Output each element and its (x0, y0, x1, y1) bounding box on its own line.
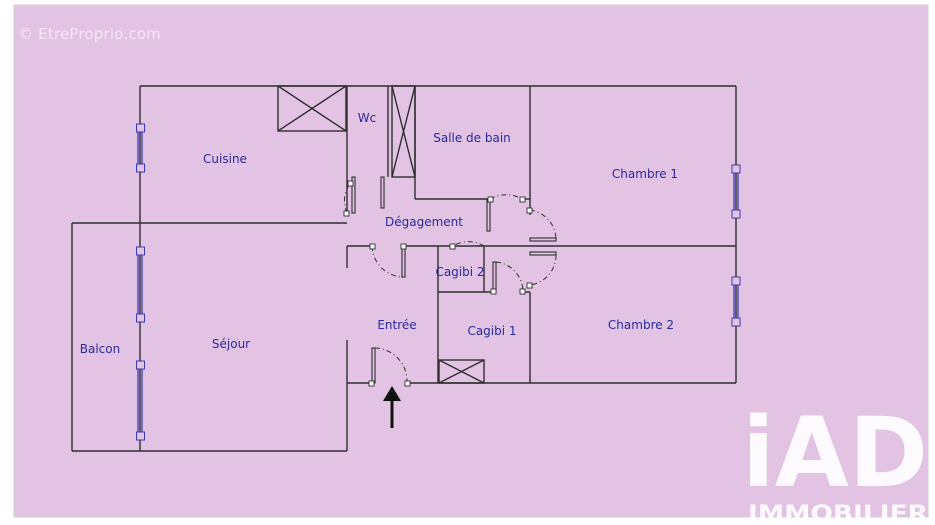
room-label-cagibi-2: Cagibi 2 (435, 265, 484, 279)
room-label-wc: Wc (358, 111, 376, 125)
room-label-cuisine: Cuisine (203, 152, 247, 166)
iad-logo: iAD IMMOBILIER (742, 397, 928, 525)
watermark-text: © EtreProprio.com (18, 25, 161, 43)
doors (343, 176, 557, 387)
room-label-sejour: Séjour (212, 337, 250, 351)
room-label-chambre-2: Chambre 2 (608, 318, 674, 332)
room-labels: Wc Salle de bain Cuisine Chambre 1 Dégag… (80, 111, 678, 356)
logo-sub-text: IMMOBILIER (748, 502, 928, 525)
ducts (277, 85, 485, 384)
plan-background (13, 4, 929, 518)
room-label-salle-de-bain: Salle de bain (433, 131, 511, 145)
entrance-arrow-icon (383, 386, 401, 428)
logo-main-text: iAD (742, 397, 928, 509)
room-label-balcon: Balcon (80, 342, 120, 356)
room-label-chambre-1: Chambre 1 (612, 167, 678, 181)
windows (136, 123, 741, 441)
room-label-cagibi-1: Cagibi 1 (467, 324, 516, 338)
room-label-degagement: Dégagement (385, 215, 463, 229)
room-label-entree: Entrée (377, 318, 416, 332)
